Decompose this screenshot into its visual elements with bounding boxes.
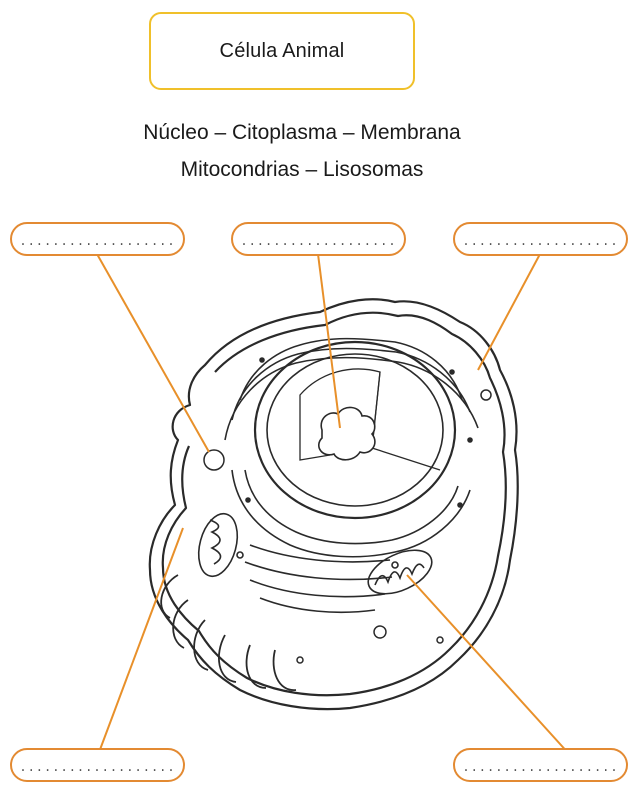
label-blank-top-right[interactable]: ...................	[453, 222, 628, 256]
leader-line-top-left	[97, 254, 209, 452]
label-blank-bottom-left[interactable]: ...................	[10, 748, 185, 782]
title-box: Célula Animal	[149, 12, 415, 90]
label-blank-top-left[interactable]: ...................	[10, 222, 185, 256]
label-blank-top-center[interactable]: ...................	[231, 222, 406, 256]
leader-line-top-right	[478, 254, 540, 370]
label-blank-bottom-right[interactable]: ...................	[453, 748, 628, 782]
nucleolus	[319, 407, 375, 459]
microvilli	[161, 575, 296, 690]
leader-line-bottom-left	[98, 528, 183, 755]
word-bank-line-2: Mitocondrias – Lisosomas	[0, 155, 616, 185]
mitochondrion-left	[192, 509, 243, 580]
word-bank-line-1: Núcleo – Citoplasma – Membrana	[0, 118, 616, 148]
page-title: Célula Animal	[220, 40, 345, 63]
